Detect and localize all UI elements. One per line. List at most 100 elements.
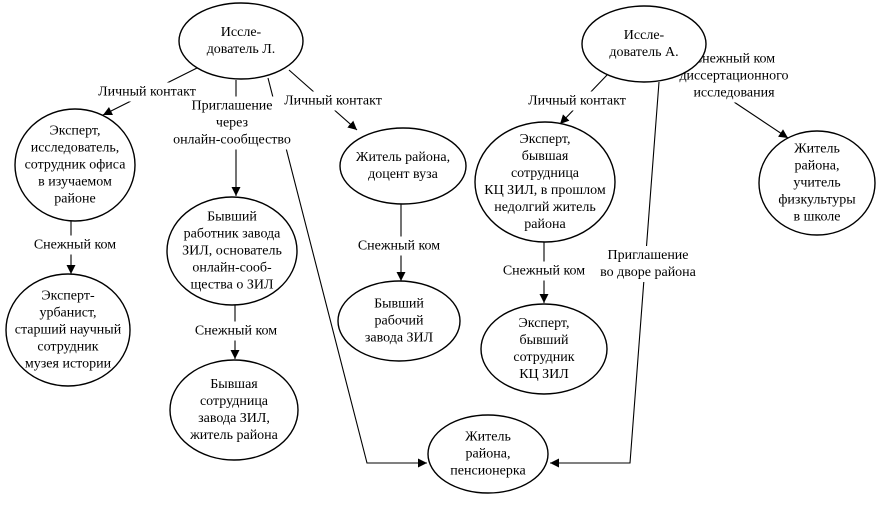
node-label-line: Эксперт, (519, 316, 570, 331)
node-label-line: музея истории (25, 357, 112, 372)
node-label-line: районе (54, 192, 95, 207)
node-ellipse (480, 303, 608, 395)
edge-researcher-l-to-pensioner (267, 77, 427, 468)
edge-label-online-invite: Приглашение через онлайн-сообщество (167, 96, 297, 150)
node-label-line: Бывший (207, 210, 257, 225)
edge-label-line: Личный контакт (528, 94, 626, 109)
node-label-line: дователь А. (609, 45, 678, 60)
node-researcher-a: Иссле-дователь А. (581, 5, 707, 83)
node-label-line: работник завода (184, 227, 282, 242)
node-label-line: Бывшая (210, 377, 258, 392)
node-ellipse (427, 414, 549, 494)
node-label-line: района, (795, 159, 840, 174)
node-label-line: Житель (465, 430, 511, 445)
node-former-worker: Бывший рабочий завода ЗИЛ (337, 280, 461, 362)
node-label-line: Иссле- (221, 25, 262, 40)
edge-label-line: Приглашение (607, 248, 688, 263)
node-label-line: Иссле- (624, 28, 665, 43)
edge-label-backdrop (279, 91, 387, 111)
edge-label-snowball-2: Снежный ком (193, 321, 279, 341)
node-label-line: сотрудник (37, 340, 98, 355)
edge-label-backdrop (193, 321, 279, 341)
node-resident-pensioner: Житель района, пенсионерка (427, 414, 549, 494)
node-label-line: ЗИЛ, основатель (182, 244, 282, 259)
edge-label-line: Снежный ком (693, 52, 775, 67)
node-ellipse (5, 273, 131, 387)
edge-label-snowball-1: Снежный ком (32, 235, 118, 255)
edge-label-backdrop (523, 91, 631, 111)
node-label-line: рабочий (375, 314, 425, 329)
node-resident-docent: Житель района, доцент вуза (339, 127, 467, 205)
node-label-line: исследователь, (31, 141, 120, 156)
node-ellipse (339, 127, 467, 205)
edge-label-backdrop (501, 261, 587, 281)
node-label-line: житель района (189, 428, 279, 443)
nodes-layer: Иссле-дователь Л.Иссле-дователь А.Экспер… (5, 2, 876, 494)
node-label-line: Житель (794, 142, 840, 157)
edge-label-line: во дворе района (600, 265, 697, 280)
node-ellipse (178, 2, 304, 80)
edge-label-line: Личный контакт (284, 94, 382, 109)
node-label-line: онлайн-сооб- (192, 261, 272, 276)
edge-label-line: диссертационного (679, 69, 788, 84)
edge-labels-layer: Личный контактПриглашениечерезонлайн-соо… (32, 49, 795, 341)
node-label-line: Эксперт, (520, 132, 571, 147)
node-label-line: Бывший (374, 297, 424, 312)
edge-label-line: Снежный ком (195, 324, 277, 339)
edge-label-backdrop (591, 246, 705, 282)
node-label-line: Эксперт, (50, 124, 101, 139)
node-label-line: сотрудница (200, 394, 269, 409)
node-label-line: урбанист, (39, 306, 96, 321)
edge-label-line: Снежный ком (358, 239, 440, 254)
node-ellipse (166, 196, 298, 306)
edge-label-backdrop (167, 96, 297, 150)
edges-layer (66, 67, 789, 468)
edge-label-snowball-3: Снежный ком (356, 236, 442, 256)
edge-label-line: Приглашение (191, 99, 272, 114)
node-label-line: района, (466, 447, 511, 462)
node-label-line: района (524, 217, 566, 232)
node-label-line: Эксперт- (41, 289, 95, 304)
node-label-line: дователь Л. (207, 42, 276, 57)
node-ellipse (337, 280, 461, 362)
edge-researcher-a-to-pensioner (550, 81, 660, 468)
node-ellipse (169, 359, 299, 461)
edge-label-backdrop (356, 236, 442, 256)
edge-label-line: исследования (693, 86, 775, 101)
edge-label-line: Снежный ком (34, 238, 116, 253)
node-ellipse (581, 5, 707, 83)
node-expert-kc-zil-m: Эксперт, бывший сотрудник КЦ ЗИЛ (480, 303, 608, 395)
node-label-line: недолгий житель (494, 200, 596, 215)
edge-label-personal-contact-right: Личный контакт (523, 91, 631, 111)
edge-label-backdrop (32, 235, 118, 255)
edge-label-line: через (216, 116, 249, 131)
node-label-line: бывший (520, 333, 569, 348)
edge-label-personal-contact-mid: Личный контакт (279, 91, 387, 111)
node-label-line: пенсионерка (450, 464, 526, 479)
node-label-line: завода ЗИЛ (365, 331, 434, 346)
node-label-line: старший научный (15, 323, 122, 338)
edge-label-line: онлайн-сообщество (173, 133, 291, 148)
node-label-line: сотрудник (513, 350, 574, 365)
node-ellipse (758, 130, 876, 236)
node-label-line: КЦ ЗИЛ (519, 367, 569, 382)
node-label-line: КЦ ЗИЛ, в прошлом (484, 183, 606, 198)
node-label-line: щества о ЗИЛ (191, 278, 274, 293)
node-expert-urbanist: Эксперт-урбанист, старший научный сотрудни… (5, 273, 131, 387)
node-label-line: бывшая (522, 149, 569, 164)
edge-label-yard-invite: Приглашение во дворе района (591, 246, 705, 282)
node-label-line: учитель (793, 176, 840, 191)
node-researcher-l: Иссле-дователь Л. (178, 2, 304, 80)
node-label-line: сотрудница (511, 166, 580, 181)
node-label-line: Житель района, (356, 150, 450, 165)
node-label-line: доцент вуза (368, 167, 439, 182)
node-ellipse (474, 121, 616, 243)
node-ellipse (14, 108, 136, 222)
node-expert-kc-zil-f: Эксперт, бывшая сотрудница КЦ ЗИЛ, в прошло… (474, 121, 616, 243)
node-label-line: физкультуры (778, 193, 856, 208)
edge-label-line: Личный контакт (98, 85, 196, 100)
